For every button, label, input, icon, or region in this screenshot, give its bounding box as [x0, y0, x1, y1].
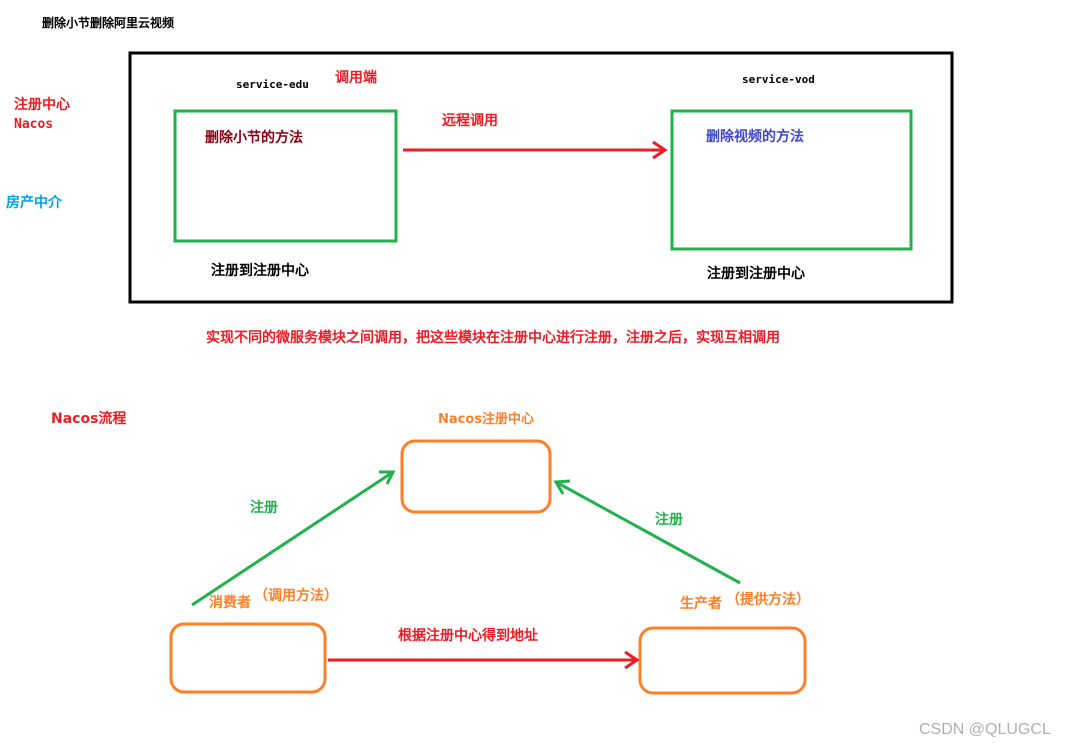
consumer-note: （调用方法） [254, 588, 338, 604]
nacos-flow-title: Nacos流程 [51, 411, 127, 427]
producer-box [638, 626, 807, 695]
vod-register-label: 注册到注册中心 [707, 266, 805, 282]
service-edu-box [173, 109, 398, 243]
page-title: 删除小节删除阿里云视频 [42, 16, 175, 30]
side-label-analogy: 房产中介 [6, 195, 62, 211]
architecture-frame [128, 51, 954, 304]
delete-section-method: 删除小节的方法 [205, 130, 303, 146]
watermark: CSDN @QLUGCL [919, 721, 1051, 738]
producer-register-arrow [553, 479, 741, 585]
remote-call-arrow [403, 140, 668, 160]
side-label-nacos: Nacos [14, 117, 54, 132]
edu-register-label: 注册到注册中心 [211, 263, 309, 279]
producer-note: （提供方法） [726, 592, 810, 608]
lookup-address-arrow [328, 650, 640, 670]
side-label-registry-center: 注册中心 [14, 97, 70, 113]
caller-label: 调用端 [335, 70, 377, 86]
service-edu-label: service-edu [236, 78, 309, 91]
consumer-box [169, 622, 327, 694]
nacos-registry-box [400, 439, 552, 514]
register-right-label: 注册 [655, 512, 683, 528]
consumer-label: 消费者 [209, 595, 251, 611]
delete-video-method: 删除视频的方法 [706, 129, 804, 145]
consumer-register-arrow [191, 470, 396, 607]
nacos-registry-label: Nacos注册中心 [438, 412, 535, 427]
service-vod-label: service-vod [742, 73, 815, 86]
lookup-address-label: 根据注册中心得到地址 [398, 628, 538, 644]
service-vod-box [670, 109, 913, 251]
register-left-label: 注册 [250, 500, 278, 516]
remote-call-label: 远程调用 [442, 113, 498, 129]
summary-text: 实现不同的微服务模块之间调用，把这些模块在注册中心进行注册，注册之后，实现互相调… [206, 330, 780, 346]
producer-label: 生产者 [680, 596, 722, 612]
